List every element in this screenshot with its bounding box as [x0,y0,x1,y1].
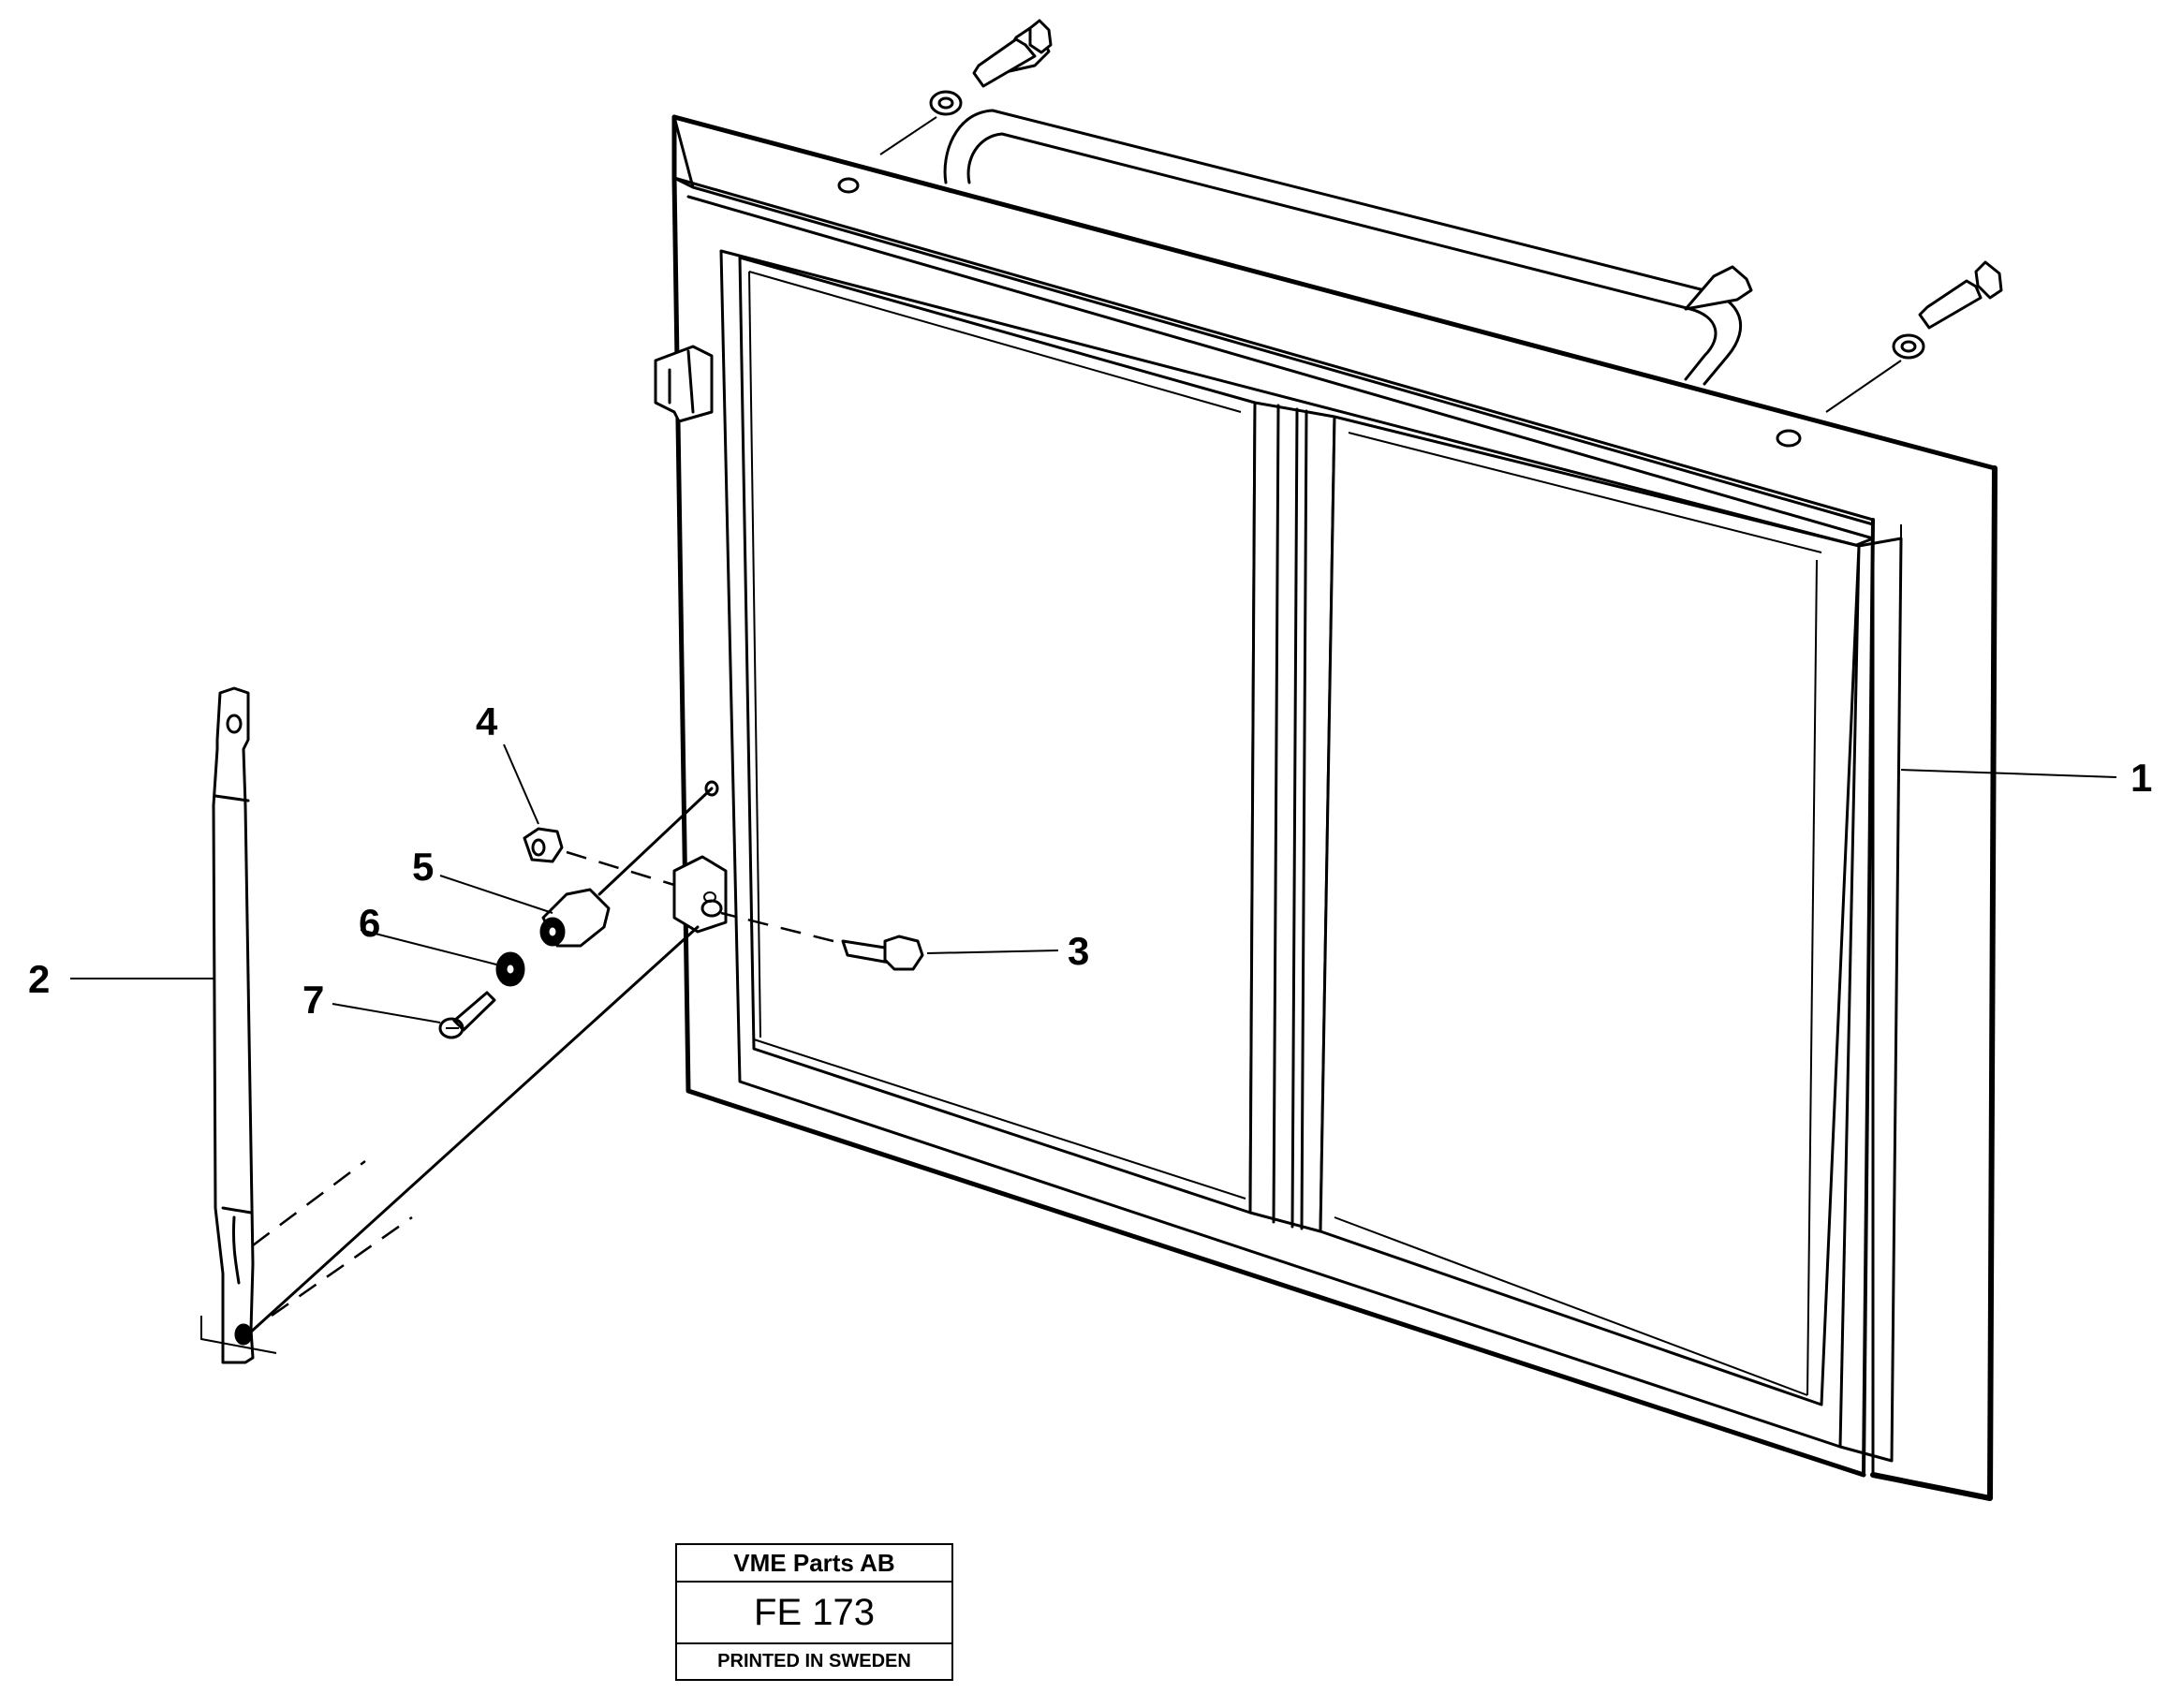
screw-part-7 [438,991,496,1039]
bolt-top-left-shapes [972,19,2003,330]
callout-leaders [70,744,2117,1023]
spacer-part-5 [539,787,714,948]
callout-6: 6 [359,901,380,945]
title-block-drawing-code: FE 173 [677,1583,951,1644]
cap-nut-part-4 [523,827,675,887]
callout-2: 2 [28,957,50,1001]
title-block: VME Parts AB FE 173 PRINTED IN SWEDEN [675,1543,953,1681]
top-bolt-right [1684,265,1925,413]
window-frame-part [654,109,1998,1501]
stay-rod-part [212,686,255,1364]
bolt-part-3 [720,911,924,971]
callout-3: 3 [1068,929,1089,973]
callout-7: 7 [302,978,324,1022]
assembly-lines [200,925,700,1354]
title-block-company: VME Parts AB [677,1545,951,1583]
title-block-printed: PRINTED IN SWEDEN [717,1651,911,1671]
washer-part-6 [495,951,525,987]
callout-4: 4 [476,699,498,744]
callout-5: 5 [412,845,434,889]
callout-1: 1 [2130,756,2152,800]
